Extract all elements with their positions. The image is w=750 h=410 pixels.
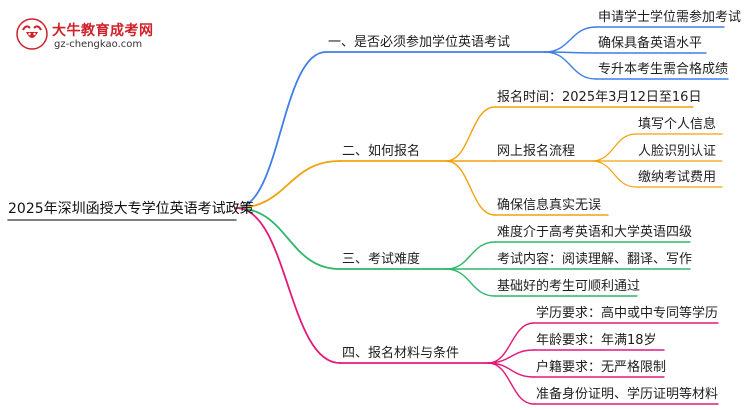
branch-4-item-4-connector bbox=[487, 362, 535, 405]
branch-2-item-2: 网上报名流程 bbox=[497, 144, 576, 159]
branch-3-item-3: 基础好的考生可顺利通过 bbox=[497, 279, 641, 294]
branch-2-sub-1: 填写个人信息 bbox=[638, 117, 717, 132]
branch-3-item-1-connector bbox=[445, 241, 496, 270]
branch-2-label: 二、如何报名 bbox=[342, 144, 421, 159]
branch-3-label: 三、考试难度 bbox=[342, 252, 421, 267]
branch-2-sub-2: 人脸识别认证 bbox=[638, 144, 717, 159]
branch-3-item-1: 难度介于高考英语和大学英语四级 bbox=[497, 225, 693, 240]
branch-2-sub-3: 缴纳考试费用 bbox=[638, 170, 717, 185]
branch-2-item-3-connector bbox=[445, 160, 496, 216]
branch-3-item-3-connector bbox=[445, 268, 496, 297]
branch-4-connector bbox=[235, 207, 341, 364]
branch-2-connector bbox=[235, 160, 341, 209]
branch-4-item-1-connector bbox=[487, 322, 535, 364]
branch-1-item-3-connector bbox=[544, 51, 597, 80]
logo-url: gz-chengkao.com bbox=[54, 39, 143, 50]
branch-4-label: 四、报名材料与条件 bbox=[342, 346, 460, 361]
root-topic: 2025年深圳函授大专学位英语考试政策 bbox=[8, 201, 254, 217]
branch-1-item-1: 申请学士学位需参加考试 bbox=[598, 10, 742, 25]
branch-1-label: 一、是否必须参加学位英语考试 bbox=[328, 35, 511, 50]
branch-1-item-3: 专升本考生需合格成绩 bbox=[598, 62, 729, 77]
branch-4-item-1: 学历要求：高中或中专同等学历 bbox=[536, 306, 719, 321]
branch-2-sub-3-connector bbox=[591, 160, 637, 188]
branch-4-item-4: 准备身份证明、学历证明等材料 bbox=[536, 387, 719, 402]
logo-title: 大牛教育成考网 bbox=[52, 23, 154, 39]
branch-2-item-1-connector bbox=[445, 106, 496, 162]
branch-4-item-2: 年龄要求：年满18岁 bbox=[536, 333, 657, 348]
site-logo[interactable]: 大牛教育成考网 gz-chengkao.com bbox=[14, 14, 184, 54]
branch-2-item-1: 报名时间：2025年3月12日至16日 bbox=[497, 90, 702, 105]
branch-3-item-2: 考试内容：阅读理解、翻译、写作 bbox=[497, 252, 693, 267]
branch-1-item-1-connector bbox=[544, 26, 597, 53]
branch-1-item-2: 确保具备英语水平 bbox=[598, 36, 703, 51]
branch-1-connector bbox=[235, 51, 327, 209]
branch-2-item-3: 确保信息真实无误 bbox=[497, 198, 602, 213]
branch-3-connector bbox=[235, 207, 341, 270]
bull-logo-icon bbox=[16, 18, 48, 50]
branch-2-sub-1-connector bbox=[591, 133, 637, 162]
branch-4-item-3: 户籍要求：无严格限制 bbox=[536, 360, 667, 375]
